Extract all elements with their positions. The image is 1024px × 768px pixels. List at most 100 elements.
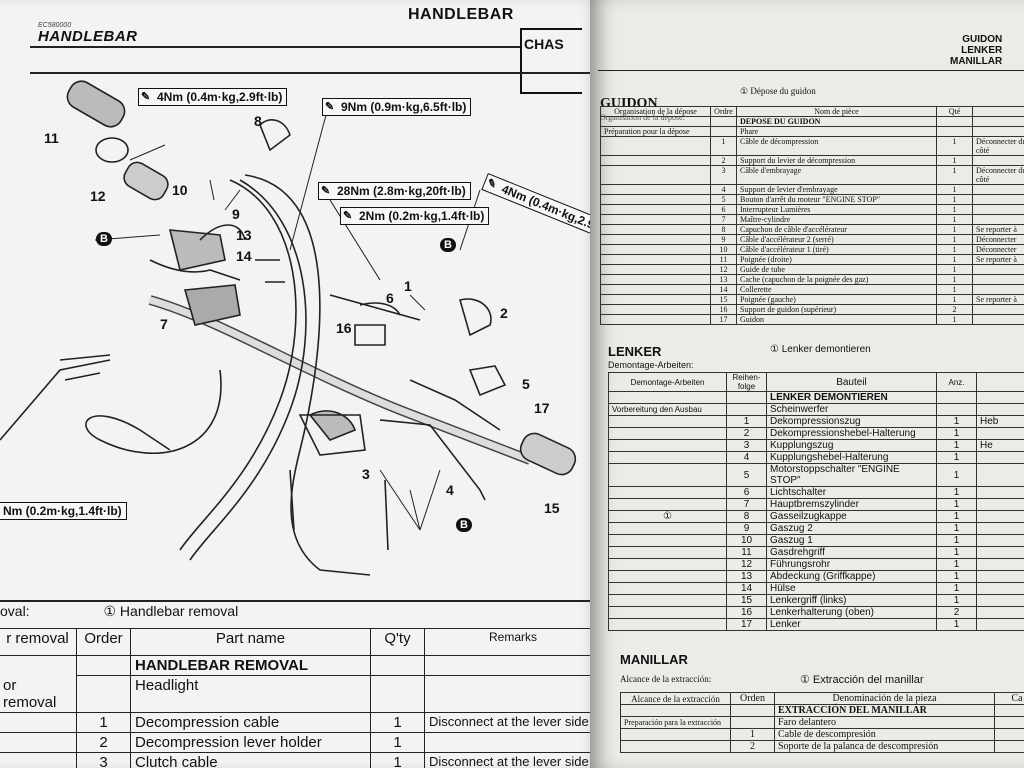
order-cell: 1: [76, 711, 131, 733]
remarks-cell: [976, 498, 1024, 511]
qty-cell: [936, 403, 977, 416]
part-name-cell: Kupplungszug: [766, 439, 937, 452]
qty-cell: 1: [936, 254, 973, 265]
part-name-cell: Kupplungshebel-Halterung: [766, 451, 937, 464]
remarks-cell: [976, 606, 1024, 619]
de-title: ① Lenker demontieren: [770, 344, 871, 355]
order-cell: 13: [710, 274, 737, 285]
part-name-cell: Câble de décompression: [736, 136, 937, 156]
remarks-cell: Se reporter à: [972, 294, 1024, 305]
section-heading: LENKER DEMONTIEREN: [766, 391, 937, 404]
removal-label-text: oval:: [0, 603, 30, 619]
part-name-cell: Scheinwerfer: [766, 403, 937, 416]
order-cell: 6: [726, 486, 767, 499]
col-header: Anz.: [936, 372, 977, 392]
remarks-cell: [972, 264, 1024, 275]
step-marker: ①: [608, 510, 727, 523]
header-line: GUIDON: [962, 34, 1003, 45]
qty-cell: 1: [936, 522, 977, 535]
callout-10: 10: [172, 182, 188, 198]
removal-heading: ① Handlebar removal: [103, 603, 239, 619]
col-header-qty: Q'ty: [370, 628, 425, 656]
remarks-cell: [976, 582, 1024, 595]
qty-cell: 1: [370, 711, 425, 733]
grease-mark-icon: B: [440, 238, 456, 252]
torque-spec: ✎Nm (0.2m·kg,1.4ft·lb): [0, 502, 127, 520]
order-cell: [726, 403, 767, 416]
page-title: HANDLEBAR: [38, 28, 138, 45]
right-page: GUIDON LENKER MANILLAR ① Dépose du guido…: [590, 0, 1024, 768]
part-name-cell: Phare: [736, 126, 937, 137]
part-name-cell: Lenkergriff (links): [766, 594, 937, 607]
qty-cell: 1: [936, 244, 973, 255]
remarks-cell: [972, 155, 1024, 166]
header-rule: [598, 70, 1024, 71]
section-heading: DEPOSE DU GUIDON: [736, 116, 937, 127]
part-name-cell: Interrupteur Lumières: [736, 204, 937, 215]
callout-2: 2: [500, 305, 508, 321]
remarks-cell: [424, 731, 602, 753]
qty-cell: 1: [936, 284, 973, 295]
remarks-cell: Se reporter à: [972, 254, 1024, 265]
order-cell: 9: [710, 234, 737, 245]
qty-cell: 1: [936, 234, 973, 245]
order-cell: [730, 716, 775, 729]
remarks-cell: [976, 570, 1024, 583]
order-cell: 2: [76, 731, 131, 753]
part-name-cell: Capuchon de câble d'accélérateur: [736, 224, 937, 235]
order-cell: 16: [726, 606, 767, 619]
qty-cell: 1: [936, 165, 973, 185]
qty-cell: 1: [936, 294, 973, 305]
part-name-cell: Dekompressionshebel-Halterung: [766, 427, 937, 440]
section-heading: EXTRACCIÓN DEL MANILLAR: [774, 704, 995, 717]
qty-cell: 1: [936, 224, 973, 235]
qty-cell: 1: [936, 155, 973, 166]
table-row: 3 Clutch cable 1 Disconnect at the lever…: [0, 751, 602, 768]
order-cell: 11: [726, 546, 767, 559]
col-header-prep: r removal: [0, 628, 77, 656]
remarks-cell: [972, 126, 1024, 137]
order-cell: 16: [710, 304, 737, 315]
qty-cell: 1: [936, 439, 977, 452]
remarks-cell: Heb: [976, 415, 1024, 428]
torque-spec: ✎28Nm (2.8m·kg,20ft·lb): [318, 182, 471, 200]
order-cell: 3: [710, 165, 737, 185]
left-page: EC580000 HANDLEBAR HANDLEBAR CHAS: [0, 0, 602, 768]
header-line: LENKER: [961, 45, 1003, 56]
table-row: Préparation pour la dépose Phare: [600, 126, 1024, 137]
torque-value: 4Nm (0.4m·kg,2.9ft·lb): [157, 90, 283, 104]
es-title: ① Extracción del manillar: [800, 674, 924, 686]
callout-6: 6: [386, 290, 394, 306]
de-org-label: Demontage-Arbeiten:: [608, 360, 694, 370]
order-cell: 9: [726, 522, 767, 535]
qty-cell: 1: [936, 618, 977, 631]
remarks-cell: [976, 618, 1024, 631]
callout-1: 1: [404, 278, 412, 294]
es-heading: MANILLAR: [620, 652, 688, 667]
part-name-cell: Soporte de la palanca de descompresión: [774, 740, 995, 753]
remarks-cell: [972, 304, 1024, 315]
torque-spec: ✎9Nm (0.9m·kg,6.5ft·lb): [322, 98, 472, 116]
grease-mark-icon: B: [96, 232, 112, 246]
qty-cell: 1: [936, 463, 977, 487]
prep-label: Préparation pour la dépose: [600, 126, 711, 137]
order-cell: 17: [726, 618, 767, 631]
order-cell: [710, 126, 737, 137]
header-line: MANILLAR: [950, 56, 1003, 67]
order-cell: 14: [726, 582, 767, 595]
part-name-cell: Câble d'embrayage: [736, 165, 937, 185]
order-cell: 12: [710, 264, 737, 275]
col-header: Orden: [730, 692, 775, 705]
qty-cell: 1: [936, 427, 977, 440]
part-name-cell: Dekompressionszug: [766, 415, 937, 428]
